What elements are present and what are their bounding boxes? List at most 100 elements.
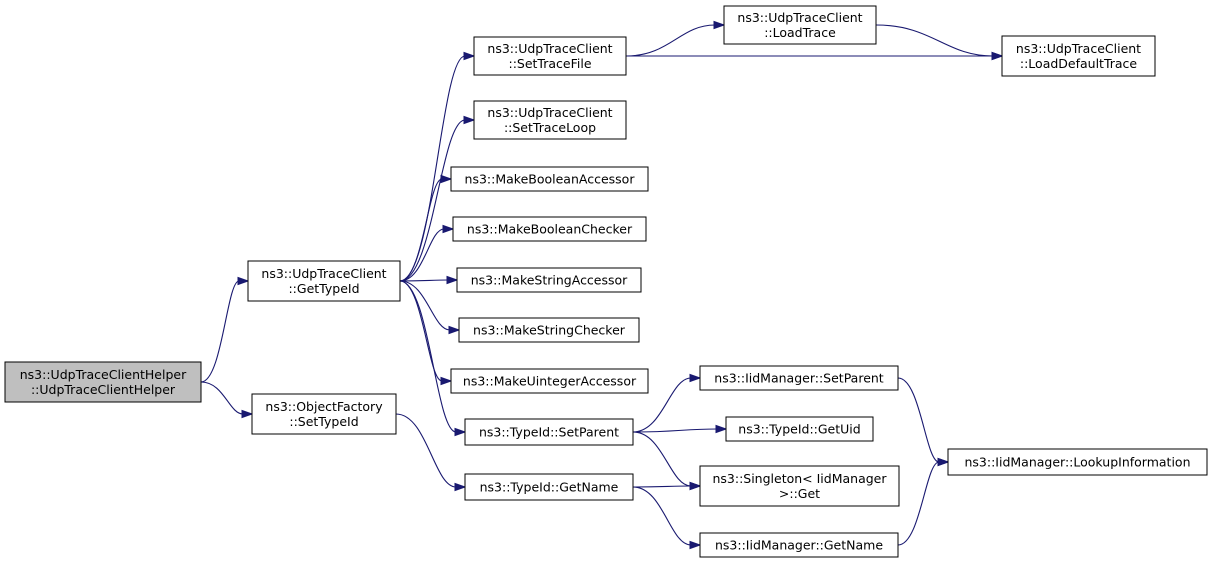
arrowhead-tgn-to-ign: [689, 540, 702, 550]
nodes-layer: ns3::UdpTraceClientHelper::UdpTraceClien…: [4, 5, 1208, 558]
edge-gti-to-mbc: [399, 228, 445, 282]
node-lt-label-0: ns3::UdpTraceClient: [737, 10, 862, 25]
arrowhead-gti-to-stf: [463, 51, 476, 61]
node-mua[interactable]: ns3::MakeUintegerAccessor: [450, 368, 649, 394]
arrowhead-root-to-gti: [237, 276, 250, 286]
node-mbc-box: [452, 216, 647, 242]
node-gti[interactable]: ns3::UdpTraceClient::GetTypeId: [247, 260, 401, 302]
node-root: ns3::UdpTraceClientHelper::UdpTraceClien…: [4, 361, 202, 403]
node-stl-box: [473, 100, 627, 140]
edge-tsp-to-tgu: [632, 428, 718, 433]
edge-isp-to-ili: [897, 377, 940, 463]
node-of-label-0: ns3::ObjectFactory: [265, 399, 383, 414]
node-lt-box: [723, 5, 877, 45]
node-stf-label-1: ::SetTraceFile: [508, 56, 591, 71]
arrowhead-of-to-tgn: [454, 482, 467, 492]
node-mba-label-0: ns3::MakeBooleanAccessor: [465, 172, 636, 187]
node-ili[interactable]: ns3::IidManager::LookupInformation: [947, 448, 1208, 476]
node-lt[interactable]: ns3::UdpTraceClient::LoadTrace: [723, 5, 877, 45]
node-mbc-label-0: ns3::MakeBooleanChecker: [467, 222, 633, 237]
node-sg-label-0: ns3::Singleton< IidManager: [712, 471, 887, 486]
node-ign-box: [699, 532, 899, 558]
arrowhead-gti-to-mua: [440, 376, 453, 386]
edge-gti-to-stl: [399, 119, 466, 282]
node-gti-label-0: ns3::UdpTraceClient: [261, 266, 386, 281]
arrowhead-tsp-to-isp: [689, 373, 702, 383]
node-stl[interactable]: ns3::UdpTraceClient::SetTraceLoop: [473, 100, 627, 140]
node-mba-box: [450, 166, 649, 192]
node-stl-label-0: ns3::UdpTraceClient: [487, 105, 612, 120]
node-root-box: [4, 361, 202, 403]
node-of[interactable]: ns3::ObjectFactory::SetTypeId: [251, 393, 397, 435]
node-ili-label-0: ns3::IidManager::LookupInformation: [964, 455, 1190, 470]
edge-lt-to-ldt: [875, 24, 994, 57]
arrowhead-gti-to-msc: [448, 325, 461, 335]
node-tgu-label-0: ns3::TypeId::GetUid: [738, 422, 860, 437]
node-ili-box: [947, 448, 1208, 476]
arrowhead-ign-to-ili: [937, 457, 950, 467]
node-ign[interactable]: ns3::IidManager::GetName: [699, 532, 899, 558]
node-ldt[interactable]: ns3::UdpTraceClient::LoadDefaultTrace: [1001, 35, 1156, 77]
node-root-label-0: ns3::UdpTraceClientHelper: [20, 367, 187, 382]
node-msc-label-0: ns3::MakeStringChecker: [473, 323, 626, 338]
node-sg-box: [699, 465, 900, 507]
edge-gti-to-mba: [399, 178, 443, 282]
edge-tgn-to-ign: [632, 486, 692, 546]
node-tgn[interactable]: ns3::TypeId::GetName: [464, 473, 634, 501]
node-tsp[interactable]: ns3::TypeId::SetParent: [464, 418, 634, 446]
node-msa[interactable]: ns3::MakeStringAccessor: [456, 267, 642, 293]
node-stf[interactable]: ns3::UdpTraceClient::SetTraceFile: [473, 36, 627, 76]
arrowhead-gti-to-msa: [446, 275, 459, 285]
edge-root-to-of: [200, 381, 244, 415]
node-tsp-box: [464, 418, 634, 446]
node-ign-label-0: ns3::IidManager::GetName: [715, 538, 883, 553]
node-mbc[interactable]: ns3::MakeBooleanChecker: [452, 216, 647, 242]
node-gti-label-1: ::GetTypeId: [288, 281, 359, 296]
edge-gti-to-mua: [399, 280, 443, 382]
arrowhead-tgn-to-sg: [689, 481, 702, 491]
node-tgn-label-0: ns3::TypeId::GetName: [480, 480, 619, 495]
node-tgu[interactable]: ns3::TypeId::GetUid: [725, 416, 874, 442]
node-ldt-label-0: ns3::UdpTraceClient: [1016, 41, 1141, 56]
edge-root-to-gti: [200, 280, 240, 383]
node-tgn-box: [464, 473, 634, 501]
arrowhead-gti-to-mba: [440, 174, 453, 184]
node-root-label-1: ::UdpTraceClientHelper: [31, 382, 176, 397]
edge-tsp-to-sg: [632, 431, 692, 487]
node-mua-box: [450, 368, 649, 394]
node-isp-label-0: ns3::IidManager::SetParent: [714, 371, 884, 386]
edge-stf-to-lt: [625, 24, 716, 57]
node-of-label-1: ::SetTypeId: [289, 414, 358, 429]
edge-tgn-to-sg: [632, 485, 692, 488]
arrowhead-gti-to-stl: [463, 115, 476, 125]
arrowhead-lt-to-ldt: [991, 51, 1004, 61]
arrowhead-gti-to-tsp: [454, 427, 467, 437]
node-msa-label-0: ns3::MakeStringAccessor: [471, 273, 628, 288]
node-msc[interactable]: ns3::MakeStringChecker: [458, 317, 640, 343]
edge-gti-to-tsp: [399, 280, 457, 433]
node-stl-label-1: ::SetTraceLoop: [504, 120, 596, 135]
node-ldt-box: [1001, 35, 1156, 77]
node-isp-box: [699, 365, 899, 391]
node-stf-label-0: ns3::UdpTraceClient: [487, 41, 612, 56]
edge-gti-to-msa: [399, 279, 449, 282]
edge-tsp-to-isp: [632, 377, 692, 433]
arrowhead-gti-to-mbc: [442, 224, 455, 234]
node-stf-box: [473, 36, 627, 76]
node-tgu-box: [725, 416, 874, 442]
node-sg-label-1: >::Get: [779, 486, 820, 501]
node-mua-label-0: ns3::MakeUintegerAccessor: [463, 374, 637, 389]
edge-ign-to-ili: [897, 461, 940, 546]
node-of-box: [251, 393, 397, 435]
edge-gti-to-msc: [399, 280, 451, 331]
arrowhead-stf-to-lt: [713, 20, 726, 30]
node-sg[interactable]: ns3::Singleton< IidManager>::Get: [699, 465, 900, 507]
node-lt-label-1: ::LoadTrace: [764, 25, 836, 40]
edge-of-to-tgn: [395, 413, 457, 488]
node-mba[interactable]: ns3::MakeBooleanAccessor: [450, 166, 649, 192]
node-isp[interactable]: ns3::IidManager::SetParent: [699, 365, 899, 391]
node-msa-box: [456, 267, 642, 293]
node-tsp-label-0: ns3::TypeId::SetParent: [479, 425, 619, 440]
node-gti-box: [247, 260, 401, 302]
